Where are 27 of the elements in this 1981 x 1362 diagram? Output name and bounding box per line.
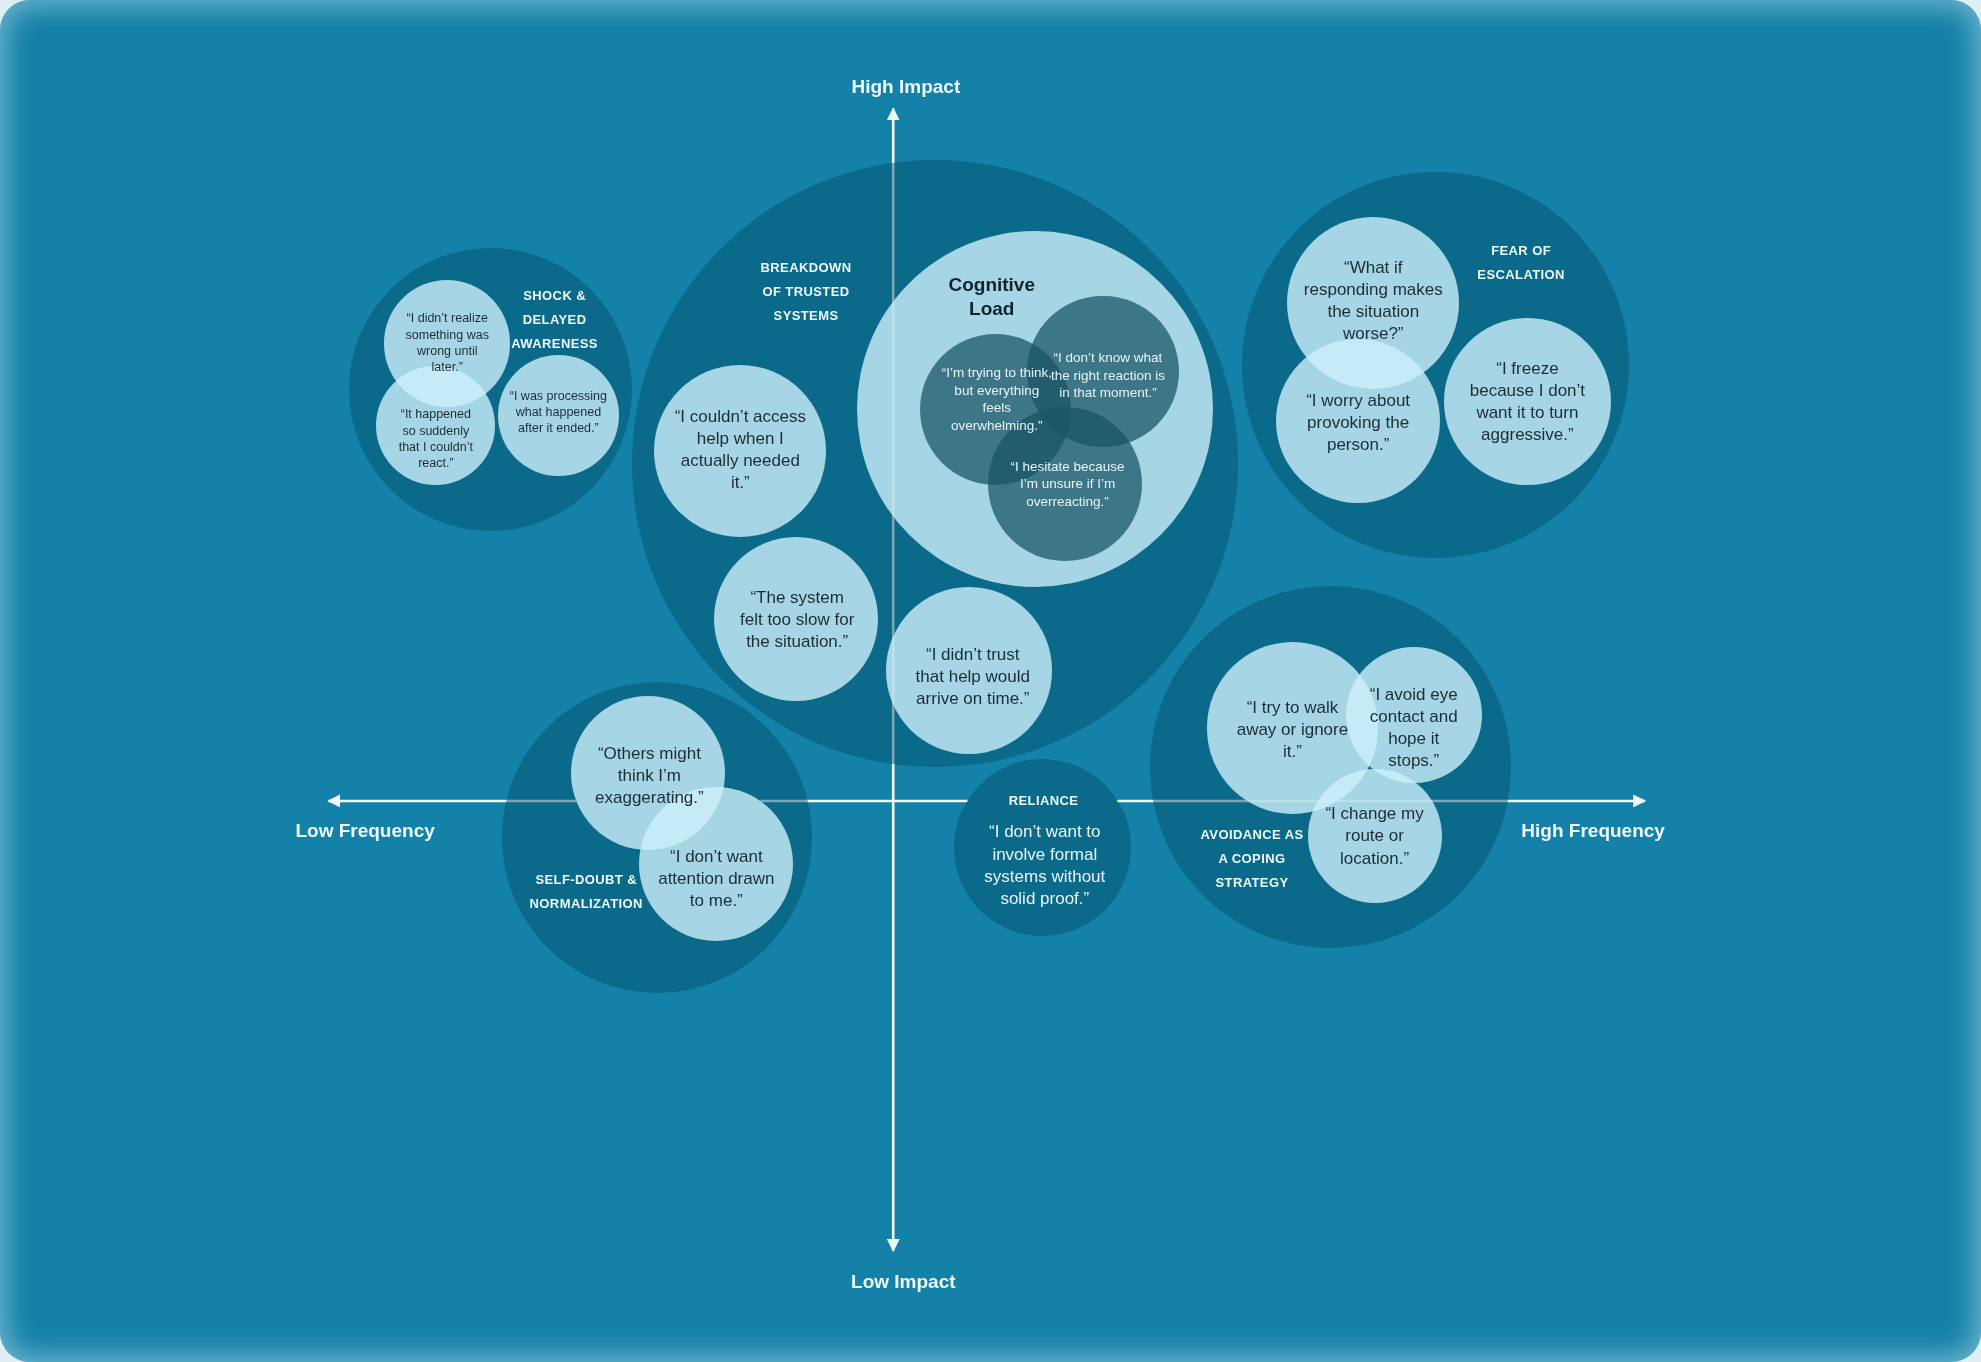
quote-text: “I didn’t trust that help would arrive on time.” bbox=[914, 644, 1031, 711]
theme-label: RELIANCE bbox=[1007, 791, 1080, 810]
quote-text: “I freeze because I don’t want it to turn aggressive.” bbox=[1468, 357, 1587, 446]
quote-text: “I was processing what happened after it ended.” bbox=[509, 387, 608, 437]
theme-label: FEAR OF ESCALATION bbox=[1477, 241, 1565, 284]
axis-label: High Frequency bbox=[1521, 820, 1665, 843]
quote-text: “I change my route or location.” bbox=[1324, 803, 1425, 870]
quote-text: “Others might think I’m exaggerating.” bbox=[594, 742, 705, 809]
theme-label: SHOCK & DELAYED AWARENESS bbox=[510, 286, 599, 353]
quote-text: “I don’t want attention drawn to me.” bbox=[657, 846, 776, 913]
theme-label: BREAKDOWN OF TRUSTED SYSTEMS bbox=[760, 258, 852, 325]
quote-text: “I worry about provoking the person.” bbox=[1305, 390, 1412, 457]
quote-text: “I couldn’t access help when I actually needed it.” bbox=[673, 405, 807, 494]
quote-text: “The system felt too slow for the situation.” bbox=[739, 587, 856, 654]
quote-text: “I avoid eye contact and hope it stops.” bbox=[1368, 683, 1459, 772]
quote-text: “I hesitate because I’m unsure if I’m overreacting.” bbox=[1009, 457, 1126, 511]
axis-label: High Impact bbox=[851, 76, 961, 99]
theme-label: SELF-DOUBT & NORMALIZATION bbox=[528, 870, 644, 913]
axis-label: Low Impact bbox=[851, 1271, 956, 1294]
axis-label: Low Frequency bbox=[295, 820, 435, 843]
quote-text: “It happened so suddenly that I couldn’t react.” bbox=[397, 405, 474, 471]
theme-label: AVOIDANCE AS A COPING STRATEGY bbox=[1199, 826, 1305, 893]
subtheme-label: Cognitive Load bbox=[947, 273, 1036, 321]
quote-text: “I try to walk away or ignore it.” bbox=[1235, 697, 1350, 764]
quote-text: “I don’t want to involve formal systems without solid proof.” bbox=[983, 821, 1107, 910]
quote-text: “What if responding makes the situation worse?” bbox=[1302, 256, 1444, 345]
quote-text: “I didn’t realize something was wrong until later.” bbox=[404, 309, 490, 375]
